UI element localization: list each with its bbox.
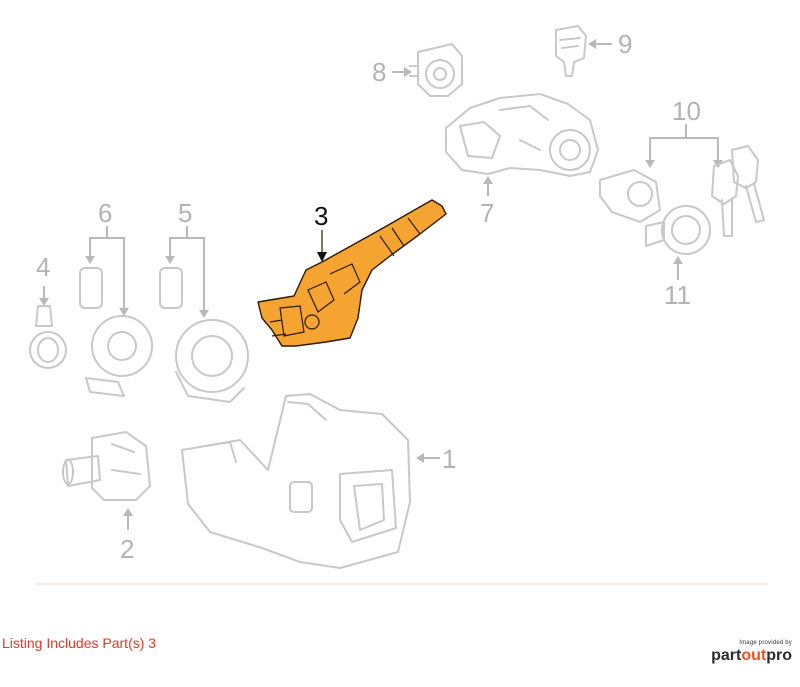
- brand-logo-block: Image provided by partoutpro: [711, 640, 792, 665]
- callout-11: 11: [664, 280, 691, 310]
- callout-10: 10: [672, 96, 701, 126]
- callout-5: 5: [178, 198, 192, 228]
- callout-9: 9: [618, 29, 632, 59]
- brand-logo: partoutpro: [711, 647, 792, 665]
- footer-divider: [36, 583, 768, 585]
- brand-caption: Image provided by: [739, 640, 792, 646]
- part-6-clock-spring: [79, 226, 153, 397]
- part-5-clock-spring: [159, 226, 249, 403]
- part-9-clip: [555, 25, 612, 77]
- callout-4: 4: [36, 252, 50, 282]
- callout-8: 8: [372, 57, 386, 87]
- callout-6: 6: [98, 198, 112, 228]
- callout-7: 7: [480, 198, 494, 228]
- part-11-ring: [645, 205, 711, 280]
- part-4-ring-connector: [29, 286, 67, 369]
- part-2-switch: [62, 431, 151, 530]
- brand-name-part2: out: [741, 647, 767, 664]
- part-10-lock-keys: [599, 124, 765, 237]
- part-3-combination-switch: [257, 199, 447, 347]
- brand-name-part3: pro: [766, 647, 792, 664]
- callout-3: 3: [314, 201, 328, 231]
- callout-1: 1: [442, 444, 456, 474]
- callout-2: 2: [120, 534, 134, 564]
- part-8-sensor: [392, 43, 463, 97]
- brand-name-part1: part: [711, 647, 742, 664]
- part-1-column-cover: [181, 393, 440, 569]
- listing-note: Listing Includes Part(s) 3: [2, 635, 157, 651]
- part-7-ignition-housing: [445, 93, 599, 196]
